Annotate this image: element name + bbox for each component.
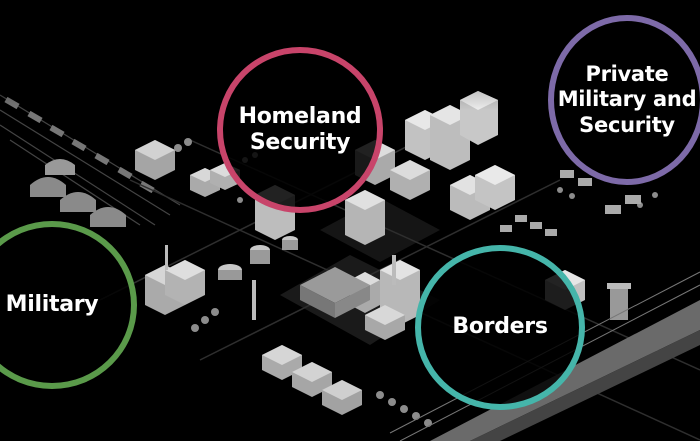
homeland-security-label: Homeland Security [238,103,362,155]
borders-circle[interactable]: Borders [415,245,585,410]
private-military-security-label: Private Military and Security [557,62,697,137]
military-label: Military [5,291,99,317]
military-circle[interactable]: Military [0,221,137,389]
homeland-security-circle[interactable]: Homeland Security [217,47,383,213]
private-military-security-circle[interactable]: Private Military and Security [548,15,700,185]
borders-label: Borders [452,314,548,340]
